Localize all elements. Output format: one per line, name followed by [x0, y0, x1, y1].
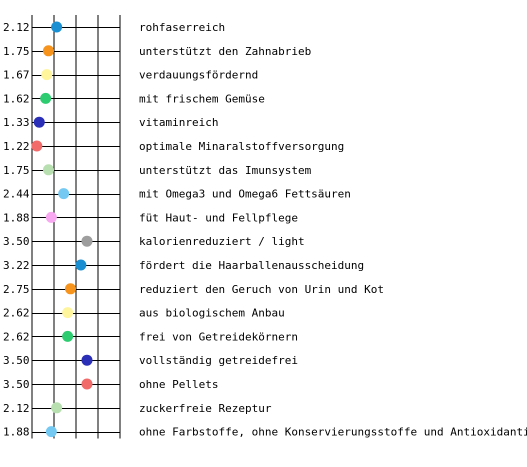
row-label: optimale Minaralstoffversorgung [139, 140, 344, 153]
row-value: 1.88 [3, 426, 30, 439]
row-label: mit Omega3 und Omega6 Fettsäuren [139, 188, 351, 201]
row-value: 3.50 [3, 235, 30, 248]
data-point [51, 21, 63, 33]
row-value: 2.62 [3, 330, 30, 343]
row-label: vollständig getreidefrei [139, 354, 298, 367]
row-value: 3.22 [3, 259, 30, 272]
dot-layer [31, 21, 93, 438]
row-value: 1.75 [3, 45, 30, 58]
row-value: 1.75 [3, 164, 30, 177]
data-point [41, 69, 53, 81]
row-value: 2.62 [3, 307, 30, 320]
row-label: reduziert den Geruch von Urin und Kot [139, 283, 384, 296]
data-point [81, 378, 93, 390]
row-label: füt Haut- und Fellpflege [139, 211, 298, 224]
row-label: fördert die Haarballenausscheidung [139, 259, 364, 272]
data-point [62, 330, 74, 342]
row-label: ohne Farbstoffe, ohne Konservierungsstof… [139, 426, 527, 439]
row-value: 2.12 [3, 21, 30, 34]
row-value: 1.22 [3, 140, 30, 153]
data-point [75, 259, 87, 271]
row-label: ohne Pellets [139, 378, 218, 391]
row-label: frei von Getreidekörnern [139, 330, 298, 343]
row-value: 1.67 [3, 69, 30, 82]
row-label: mit frischem Gemüse [139, 92, 265, 105]
row-label: zuckerfreie Rezeptur [139, 402, 272, 415]
data-point [43, 45, 54, 57]
row-value: 2.12 [3, 402, 30, 415]
data-point [51, 402, 63, 414]
row-label: unterstützt das Imunsystem [139, 164, 312, 177]
data-point [33, 116, 45, 128]
row-label: vitaminreich [139, 116, 218, 129]
label-column: rohfaserreich unterstützt den Zahnabrieb v… [139, 21, 527, 439]
row-value: 3.50 [3, 378, 30, 391]
row-value: 1.88 [3, 211, 30, 224]
row-label: rohfaserreich [139, 21, 225, 34]
data-point [31, 140, 43, 152]
data-point [62, 307, 74, 319]
data-point [81, 235, 93, 247]
row-value: 2.75 [3, 283, 30, 296]
value-column: 2.12 1.75 1.67 1.62 1.33 1.22 1.75 2.44 1.88 3.50… [3, 21, 30, 439]
row-label: verdauungsfördernd [139, 69, 258, 82]
row-label: aus biologischem Anbau [139, 307, 285, 320]
row-label: kalorienreduziert / light [139, 235, 305, 248]
data-point [45, 426, 57, 438]
row-value: 2.44 [3, 188, 30, 201]
row-value: 1.33 [3, 116, 30, 129]
data-point [45, 211, 57, 223]
row-label: unterstützt den Zahnabrieb [139, 45, 311, 58]
row-value: 1.62 [3, 92, 30, 105]
data-point [65, 283, 76, 295]
data-point [81, 354, 93, 366]
row-value: 3.50 [3, 354, 30, 367]
data-point [43, 164, 54, 176]
data-point [40, 92, 52, 104]
data-point [58, 188, 70, 200]
